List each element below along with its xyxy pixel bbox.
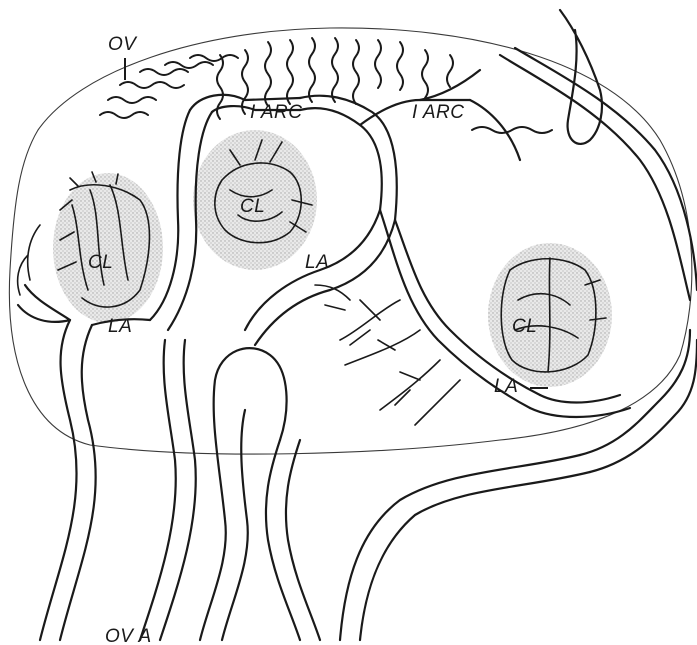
corpus-luteum-1-label: CL — [88, 252, 113, 273]
corpus-luteum-1-shading — [53, 173, 163, 323]
ovarian-artery-label: OV A — [105, 626, 152, 645]
luteal-artery-1-label: LA — [108, 316, 132, 337]
ovary-label: OV — [108, 34, 138, 55]
corpus-luteum-2-label: CL — [240, 196, 265, 217]
arcade-right-label: I ARC — [412, 102, 464, 123]
luteal-artery-3-label: LA — [494, 376, 518, 397]
corpus-luteum-3-label: CL — [512, 316, 537, 337]
luteal-artery-2-label: LA — [305, 252, 329, 273]
arcade-left-label: I ARC — [250, 102, 302, 123]
